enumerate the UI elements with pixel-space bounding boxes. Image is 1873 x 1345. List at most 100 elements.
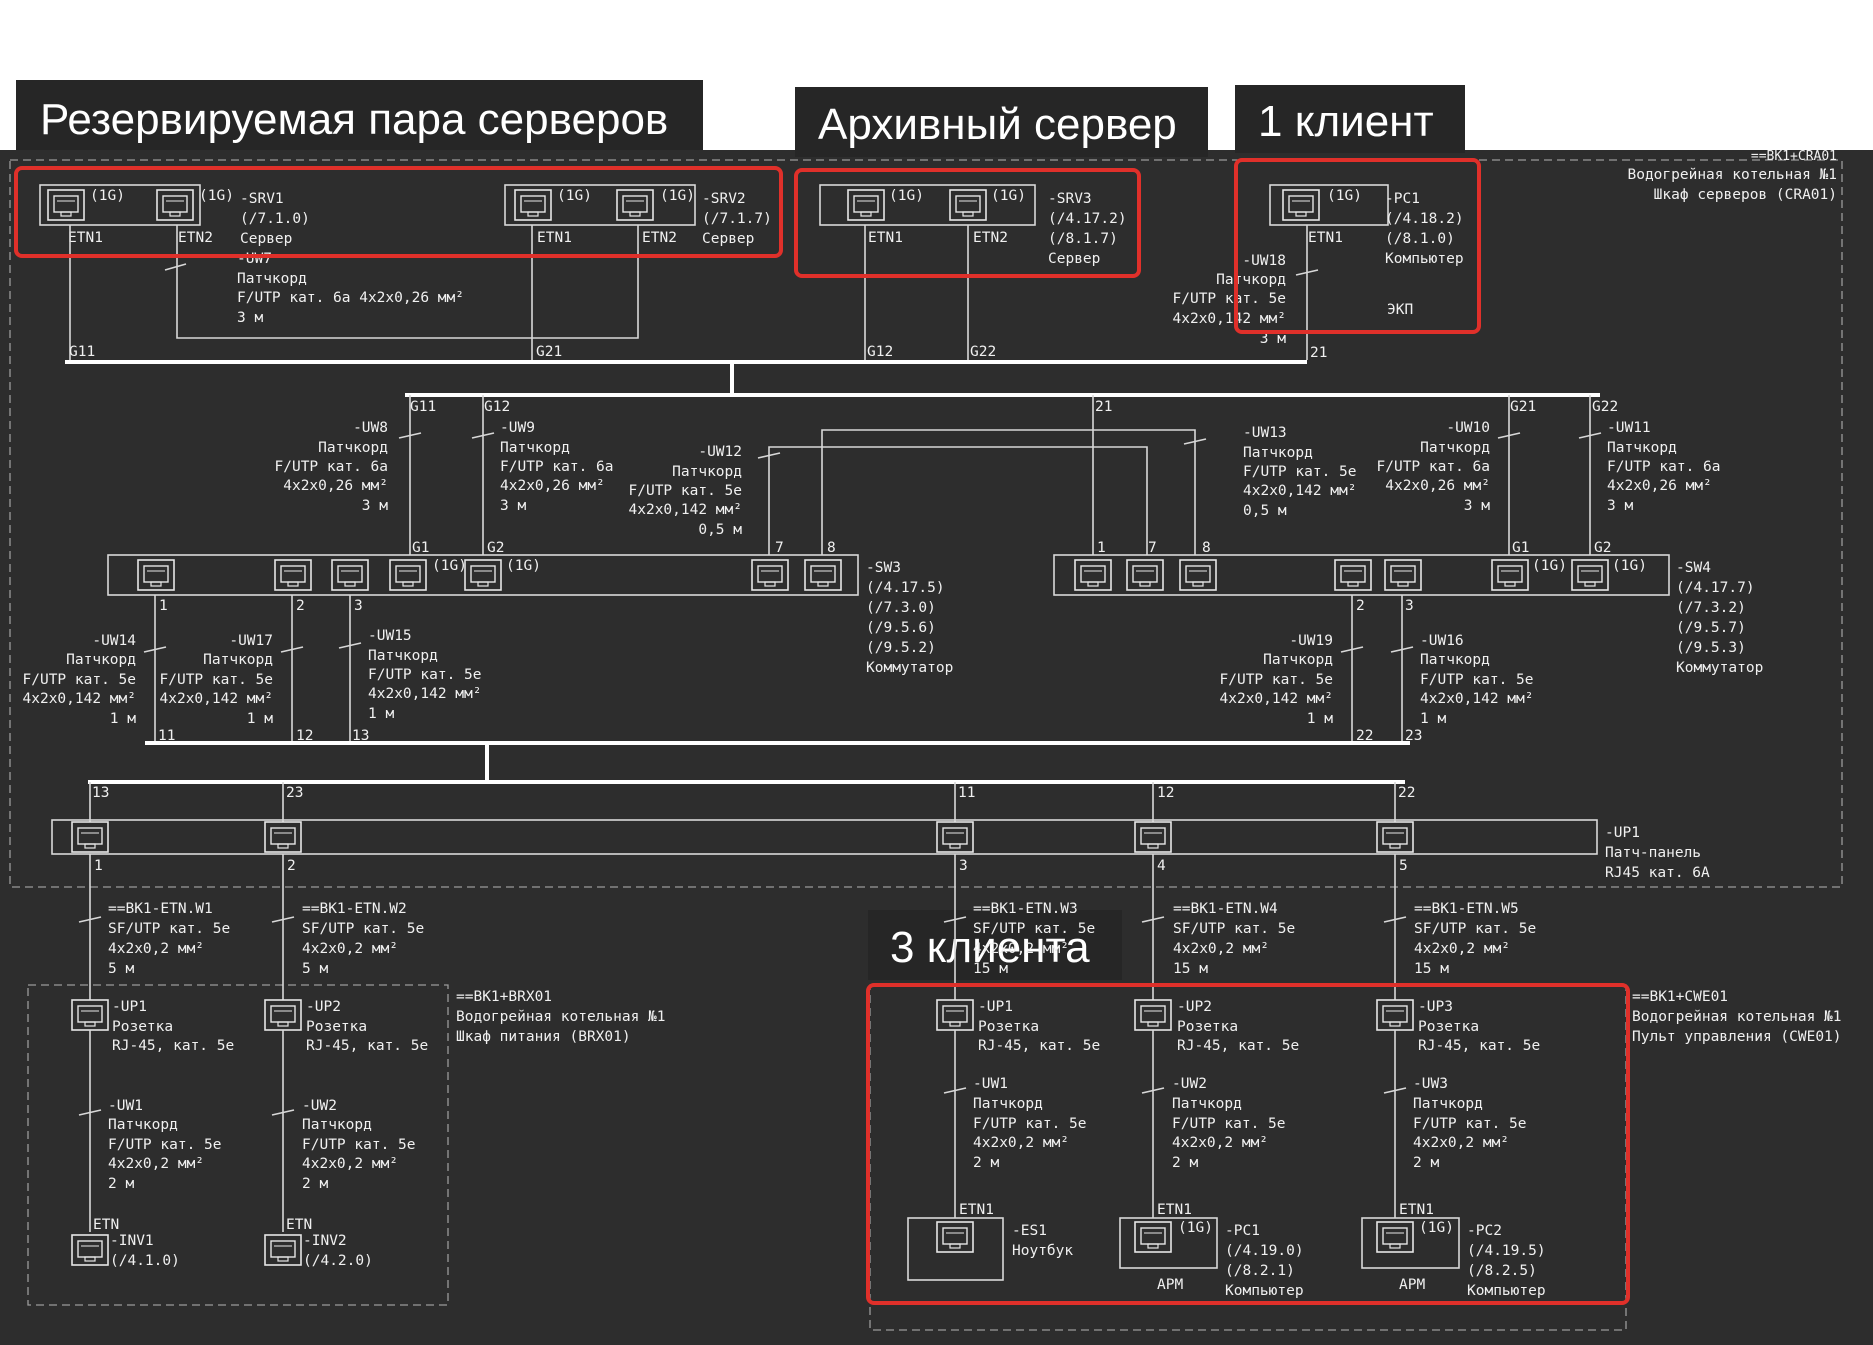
uw17-label: -UW17 Патчкорд F/UTP кат. 5е 4x2x0,142 м… — [160, 633, 274, 727]
patch-panel-label: -UP1 Патч-панель RJ45 кат. 6А — [1605, 825, 1710, 881]
uw12-label: -UW12 Патчкорд F/UTP кат. 5е 4x2x0,142 м… — [629, 444, 743, 538]
inv2-label: -INV2 (/4.2.0) — [303, 1233, 373, 1269]
sw4-port-g2-icon — [1571, 559, 1609, 591]
pc1-etn1-label: ETN1 — [1308, 230, 1343, 246]
svg-text:Патчкорд: Патчкорд — [1607, 440, 1677, 456]
svg-text:Патчкорд: Патчкорд — [1420, 440, 1490, 456]
svg-text:-UW9: -UW9 — [500, 420, 535, 436]
svg-text:4x2x0,26 мм²: 4x2x0,26 мм² — [283, 478, 388, 494]
svg-text:F/UTP кат. 5е: F/UTP кат. 5е — [973, 1116, 1087, 1132]
svg-text:RJ45 кат. 6А: RJ45 кат. 6А — [1605, 865, 1710, 881]
svg-text:Компьютер: Компьютер — [1385, 251, 1464, 267]
svg-text:-UP2: -UP2 — [1177, 999, 1212, 1015]
svg-text:-UW11: -UW11 — [1607, 420, 1651, 436]
svg-text:Сервер: Сервер — [1048, 251, 1100, 267]
svg-text:F/UTP кат. 6а: F/UTP кат. 6а — [1377, 459, 1491, 475]
pc1-ekp-label: ЭКП — [1387, 302, 1413, 318]
svg-text:13: 13 — [92, 785, 109, 801]
svg-text:F/UTP кат. 5е: F/UTP кат. 5е — [302, 1137, 416, 1153]
svg-text:2 м: 2 м — [1172, 1155, 1198, 1171]
svg-text:-PC1: -PC1 — [1225, 1223, 1260, 1239]
svg-text:4x2x0,2 мм²: 4x2x0,2 мм² — [108, 941, 204, 957]
svg-text:Патчкорд: Патчкорд — [368, 648, 438, 664]
sw4-port-1-icon — [1074, 559, 1112, 591]
cable-w1-label: ==BK1-ETN.W1 SF/UTP кат. 5е 4x2x0,2 мм² … — [108, 901, 230, 977]
sw4-g2-speed: (1G) — [1612, 558, 1647, 574]
svg-text:-UW2: -UW2 — [302, 1098, 337, 1114]
svg-text:Патчкорд: Патчкорд — [318, 440, 388, 456]
svg-text:Патчкорд: Патчкорд — [203, 652, 273, 668]
svg-text:-UP1: -UP1 — [112, 999, 147, 1015]
cwe-pc1-port-icon — [1134, 1221, 1172, 1253]
svg-text:5 м: 5 м — [302, 961, 328, 977]
svg-text:4x2x0,142 мм²: 4x2x0,142 мм² — [1173, 311, 1287, 327]
svg-text:Патчкорд: Патчкорд — [108, 1117, 178, 1133]
inv1-label: -INV1 (/4.1.0) — [110, 1233, 180, 1269]
svg-text:G2: G2 — [1594, 540, 1611, 556]
svg-text:-UW3: -UW3 — [1413, 1076, 1448, 1092]
svg-text:4x2x0,2 мм²: 4x2x0,2 мм² — [1172, 1135, 1268, 1151]
cwe-pc2-role: АРМ — [1399, 1277, 1425, 1293]
pc1-chassis — [1269, 184, 1389, 226]
srv3-label: -SRV3 (/4.17.2) (/8.1.7) Сервер — [1048, 191, 1127, 267]
cabinet-cwe01-label: ==BK1+CWE01 Водогрейная котельная №1 Пул… — [1632, 989, 1842, 1045]
svg-text:RJ-45, кат. 5е: RJ-45, кат. 5е — [1177, 1038, 1299, 1054]
svg-text:12: 12 — [296, 728, 313, 744]
server-links — [69, 225, 1319, 360]
svg-text:3: 3 — [959, 858, 968, 874]
svg-text:-UW8: -UW8 — [353, 420, 388, 436]
svg-text:Патчкорд: Патчкорд — [1420, 652, 1490, 668]
svg-text:(/9.5.2): (/9.5.2) — [866, 640, 936, 656]
svg-text:23: 23 — [1405, 728, 1422, 744]
svg-text:-UP1: -UP1 — [978, 999, 1013, 1015]
cwe-pc1-label: -PC1 (/4.19.0) (/8.2.1) Компьютер — [1225, 1223, 1304, 1299]
svg-text:-UW19: -UW19 — [1289, 633, 1333, 649]
srv3-etn1-label: ETN1 — [868, 230, 903, 246]
cable-w4-label: ==BK1-ETN.W4 SF/UTP кат. 5е 4x2x0,2 мм² … — [1173, 901, 1295, 977]
sw4-port-2-icon — [1334, 559, 1372, 591]
svg-text:-UW18: -UW18 — [1242, 253, 1286, 269]
svg-text:7: 7 — [1148, 540, 1157, 556]
svg-text:SF/UTP кат. 5е: SF/UTP кат. 5е — [1414, 921, 1536, 937]
upper-bus-port-labels: G11 G12 21 G21 G22 — [410, 399, 1618, 415]
svg-text:1: 1 — [94, 858, 103, 874]
svg-text:4x2x0,2 мм²: 4x2x0,2 мм² — [108, 1156, 204, 1172]
sw3-port-8-icon — [804, 559, 842, 591]
svg-text:11: 11 — [958, 785, 975, 801]
highlight-three-clients — [866, 983, 1630, 1305]
brx-uw2-label: -UW2 Патчкорд F/UTP кат. 5е 4x2x0,2 мм² … — [302, 1098, 416, 1192]
cable-w5-label: ==BK1-ETN.W5 SF/UTP кат. 5е 4x2x0,2 мм² … — [1414, 901, 1536, 977]
srv3-chassis — [819, 184, 1036, 226]
svg-text:==BK1+CRA01: ==BK1+CRA01 — [1751, 149, 1837, 164]
svg-text:3 м: 3 м — [362, 498, 388, 514]
svg-text:F/UTP кат. 5е: F/UTP кат. 5е — [1243, 464, 1357, 480]
cwe-pc1-port-label: ETN1 — [1157, 1202, 1192, 1218]
panel-port-2-icon — [264, 821, 302, 853]
cabinet-cra01-outline — [9, 159, 1843, 888]
svg-text:Архивный сервер: Архивный сервер — [818, 100, 1177, 149]
srv3-etn2-port-icon — [949, 189, 987, 221]
sw4-port-g1-icon — [1491, 559, 1529, 591]
svg-text:F/UTP кат. 5е: F/UTP кат. 5е — [1173, 291, 1287, 307]
svg-text:11: 11 — [158, 728, 175, 744]
top-bus-port-labels: G11 G21 G12 G22 21 — [69, 344, 1327, 361]
brx-up2-label: -UP2 Розетка RJ-45, кат. 5е — [306, 999, 428, 1054]
uw15-label: -UW15 Патчкорд F/UTP кат. 5е 4x2x0,142 м… — [368, 628, 482, 722]
es1-label: -ES1 Ноутбук — [1012, 1223, 1073, 1259]
srv1-etn2-label: ETN2 — [178, 230, 213, 246]
svg-text:F/UTP кат. 5е: F/UTP кат. 5е — [23, 672, 137, 688]
svg-text:F/UTP кат. 5е: F/UTP кат. 5е — [1220, 672, 1334, 688]
svg-text:3 м: 3 м — [1260, 331, 1286, 347]
sw3-label: -SW3 (/4.17.5) (/7.3.0) (/9.5.6) (/9.5.2… — [866, 560, 953, 676]
svg-text:4x2x0,142 мм²: 4x2x0,142 мм² — [160, 691, 274, 707]
svg-text:-SRV3: -SRV3 — [1048, 191, 1092, 207]
srv1-label: -SRV1 (/7.1.0) Сервер — [240, 191, 310, 247]
uw18-label: -UW18 Патчкорд F/UTP кат. 5е 4x2x0,142 м… — [1173, 253, 1287, 347]
svg-text:4x2x0,26 мм²: 4x2x0,26 мм² — [1385, 478, 1490, 494]
srv1-etn1-speed: (1G) — [90, 188, 125, 204]
uw16-label: -UW16 Патчкорд F/UTP кат. 5е 4x2x0,142 м… — [1420, 633, 1534, 727]
cwe-pc2-chassis — [1361, 1217, 1460, 1269]
srv2-etn1-speed: (1G) — [557, 188, 592, 204]
svg-text:Ноутбук: Ноутбук — [1012, 1243, 1073, 1259]
svg-text:Патчкорд: Патчкорд — [672, 464, 742, 480]
